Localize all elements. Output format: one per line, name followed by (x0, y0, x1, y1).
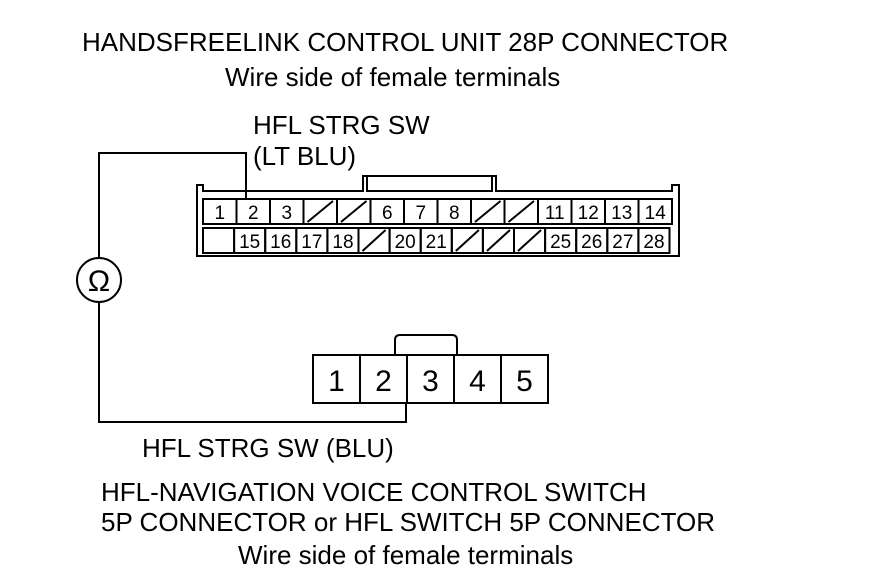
terminal-cell-row2 (637, 227, 671, 254)
terminal-number: 17 (301, 232, 322, 253)
bottom-terminal-number: 2 (375, 365, 392, 398)
top-connector-housing (196, 175, 680, 257)
terminal-number: 13 (611, 203, 632, 224)
terminal-number: 26 (581, 232, 602, 253)
bottom-terminal-number: 3 (422, 365, 439, 398)
terminal-cell-row1 (637, 198, 673, 225)
bottom-terminal-cell (500, 354, 549, 404)
unused-terminal-slash (340, 200, 368, 223)
terminal-number: 14 (645, 203, 667, 224)
terminal-number: 6 (382, 203, 393, 224)
top-connector-title: HANDSFREELINK CONTROL UNIT 28P CONNECTOR (82, 27, 729, 57)
ohmmeter-icon (76, 257, 122, 303)
terminal-number: 3 (281, 203, 292, 224)
top-wire-label-line2: (LT BLU) (253, 141, 357, 171)
terminal-number: 21 (426, 232, 447, 253)
unused-terminal-slash (455, 229, 480, 252)
bottom-terminal-number: 5 (516, 365, 533, 398)
terminal-number: 15 (239, 232, 260, 253)
terminal-cell-row2 (202, 227, 236, 254)
terminal-number: 16 (270, 232, 291, 253)
unused-terminal-slash (361, 229, 387, 252)
test-lead-bottom (98, 302, 407, 423)
bottom-connector-subtitle: Wire side of female terminals (238, 540, 574, 570)
top-wire-label-line1: HFL STRG SW (253, 110, 430, 140)
bottom-connector-title-line2: 5P CONNECTOR or HFL SWITCH 5P CONNECTOR (101, 507, 715, 537)
terminal-number: 27 (612, 232, 633, 253)
unused-terminal-slash (486, 229, 511, 252)
bottom-terminal-number: 4 (469, 365, 486, 398)
terminal-number: 28 (643, 232, 664, 253)
terminal-number: 7 (415, 203, 426, 224)
unused-terminal-slash (474, 200, 502, 223)
terminal-number: 8 (449, 203, 460, 224)
unused-terminal-slash (306, 200, 334, 223)
bottom-terminal-number: 1 (328, 365, 345, 398)
terminal-number: 1 (214, 203, 225, 224)
top-connector-subtitle: Wire side of female terminals (225, 62, 561, 92)
terminal-number: 25 (550, 232, 571, 253)
terminal-number: 18 (332, 232, 353, 253)
bottom-connector-lock-tab (394, 334, 458, 355)
test-lead-top (98, 152, 247, 258)
terminal-number: 12 (578, 203, 599, 224)
bottom-wire-label: HFL STRG SW (BLU) (142, 433, 394, 463)
terminal-number: 20 (395, 232, 416, 253)
bottom-connector-title-line1: HFL-NAVIGATION VOICE CONTROL SWITCH (101, 477, 647, 507)
terminal-number: 2 (248, 203, 259, 224)
unused-terminal-slash (507, 200, 535, 223)
terminal-number: 11 (545, 203, 565, 224)
ohm-symbol: Ω (88, 265, 110, 298)
unused-terminal-slash (517, 229, 542, 252)
